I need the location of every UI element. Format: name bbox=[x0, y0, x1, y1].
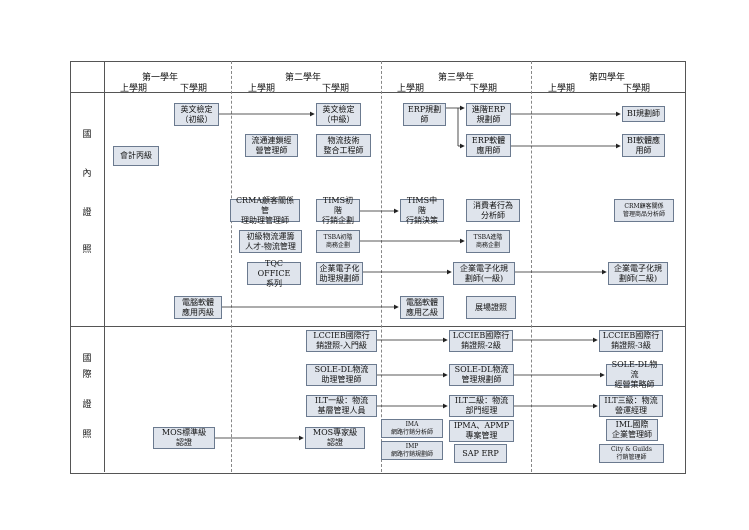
cert-tsba-basic: TSBA初階 商務企劃 bbox=[316, 230, 360, 253]
cert-lccieb-entry: LCCIEB國際行 銷證照-入門級 bbox=[306, 330, 377, 352]
year-divider-1 bbox=[231, 61, 232, 472]
domestic-label-2: 內 bbox=[82, 169, 92, 179]
domestic-label-1: 國 bbox=[82, 130, 92, 140]
header-divider bbox=[70, 92, 685, 93]
year-1-term-2: 下學期 bbox=[180, 84, 208, 94]
international-label-4: 照 bbox=[82, 430, 92, 440]
cert-lccieb-2: LCCIEB國際行 銷證照-2級 bbox=[449, 330, 513, 352]
cert-computer-software-b: 電腦軟體 應用乙級 bbox=[400, 296, 444, 319]
cert-ilt-level-3: ILT三級：物流 營運經理 bbox=[599, 395, 663, 417]
domestic-label-3: 證 bbox=[82, 208, 92, 218]
cert-erp-software: ERP軟體 應用師 bbox=[466, 134, 511, 157]
year-divider-3 bbox=[531, 61, 532, 472]
year-2-term-2: 下學期 bbox=[322, 84, 350, 94]
label-column-divider bbox=[104, 61, 105, 472]
cert-bi-planner: BI規劃師 bbox=[622, 106, 665, 122]
cert-sole-strategist: SOLE-DL物流 經營策略師 bbox=[606, 360, 663, 389]
cert-tqc-office: TQC OFFICE 系列 bbox=[247, 259, 301, 288]
cert-ima: IMA 網路行銷分析師 bbox=[381, 419, 443, 438]
cert-english-intermediate: 英文檢定 （中級） bbox=[316, 103, 361, 126]
cert-sap-erp: SAP ERP bbox=[454, 444, 507, 463]
international-label-1: 國 bbox=[82, 354, 92, 364]
section-divider bbox=[70, 326, 685, 327]
cert-sole-assistant: SOLE-DL物流 助理管理師 bbox=[306, 364, 377, 386]
cert-crm-analyst: CRM顧客關係 管理商品分析師 bbox=[614, 199, 674, 222]
year-4-label: 第四學年 bbox=[589, 73, 626, 83]
year-4-term-1: 上學期 bbox=[548, 84, 576, 94]
year-1-term-1: 上學期 bbox=[120, 84, 148, 94]
cert-ebiz-planner-1: 企業電子化規 劃師(一級) bbox=[453, 262, 515, 285]
year-2-label: 第二學年 bbox=[285, 73, 322, 83]
year-1-label: 第一學年 bbox=[142, 73, 179, 83]
cert-retail-chain-manager: 流通連鎖經 營管理師 bbox=[245, 134, 298, 157]
cert-mos-standard: MOS標準級 認證 bbox=[153, 427, 215, 449]
cert-ilt-level-1: ILT一級：物流 基層管理人員 bbox=[306, 395, 377, 417]
cert-erp-planner: ERP規劃 師 bbox=[403, 103, 446, 126]
year-3-term-2: 下學期 bbox=[470, 84, 498, 94]
cert-ebiz-assistant: 企業電子化 助理規劃師 bbox=[316, 262, 363, 285]
cert-lccieb-3: LCCIEB國際行 銷證照-3級 bbox=[599, 330, 663, 352]
cert-ipma-apmp: IPMA、APMP 專案管理 bbox=[449, 420, 514, 442]
international-label-2: 際 bbox=[82, 370, 92, 380]
year-3-label: 第三學年 bbox=[438, 73, 475, 83]
cert-tims-intermediate: TIMS中階 行銷決策 bbox=[400, 196, 444, 225]
cert-consumer-behavior: 消費者行為 分析師 bbox=[466, 199, 520, 222]
cert-computer-software-c: 電腦軟體 應用丙級 bbox=[174, 296, 222, 319]
cert-ilt-level-2: ILT二級：物流 部門經理 bbox=[449, 395, 514, 417]
domestic-label-4: 照 bbox=[82, 245, 92, 255]
cert-bi-software: BI軟體應 用師 bbox=[622, 134, 665, 157]
year-divider-2 bbox=[381, 61, 382, 472]
cert-city-guilds: City & Guilds 行銷管理師 bbox=[599, 444, 664, 463]
cert-accounting-c: 會計丙級 bbox=[113, 146, 159, 166]
year-3-term-1: 上學期 bbox=[397, 84, 425, 94]
cert-imp: IMP 網路行銷規劃師 bbox=[381, 441, 443, 460]
international-label-3: 證 bbox=[82, 400, 92, 410]
cert-erp-advanced: 進階ERP 規劃師 bbox=[466, 103, 511, 126]
year-4-term-2: 下學期 bbox=[623, 84, 651, 94]
cert-english-basic: 英文檢定 （初級） bbox=[174, 103, 219, 126]
cert-sole-planner: SOLE-DL物流 管理規劃師 bbox=[449, 364, 514, 386]
cert-logistics-talent: 初級物流運籌 人才-物流管理 bbox=[239, 230, 302, 253]
cert-logistics-engineer: 物流技術 整合工程師 bbox=[316, 134, 371, 157]
cert-tsba-advanced: TSBA進階 商務企劃 bbox=[466, 230, 510, 253]
year-2-term-1: 上學期 bbox=[248, 84, 276, 94]
cert-mos-expert: MOS專家級 認證 bbox=[305, 427, 365, 449]
cert-iml: IML國際 企業管理師 bbox=[606, 419, 658, 441]
cert-exhibition: 展場證照 bbox=[466, 296, 516, 319]
cert-tims-basic: TIMS初階 行銷企劃 bbox=[316, 196, 360, 225]
cert-crma-assistant: CRMA顧客關係管 理助理管理師 bbox=[230, 196, 300, 225]
cert-ebiz-planner-2: 企業電子化規 劃師(二級) bbox=[608, 262, 668, 285]
diagram-frame bbox=[70, 61, 686, 474]
